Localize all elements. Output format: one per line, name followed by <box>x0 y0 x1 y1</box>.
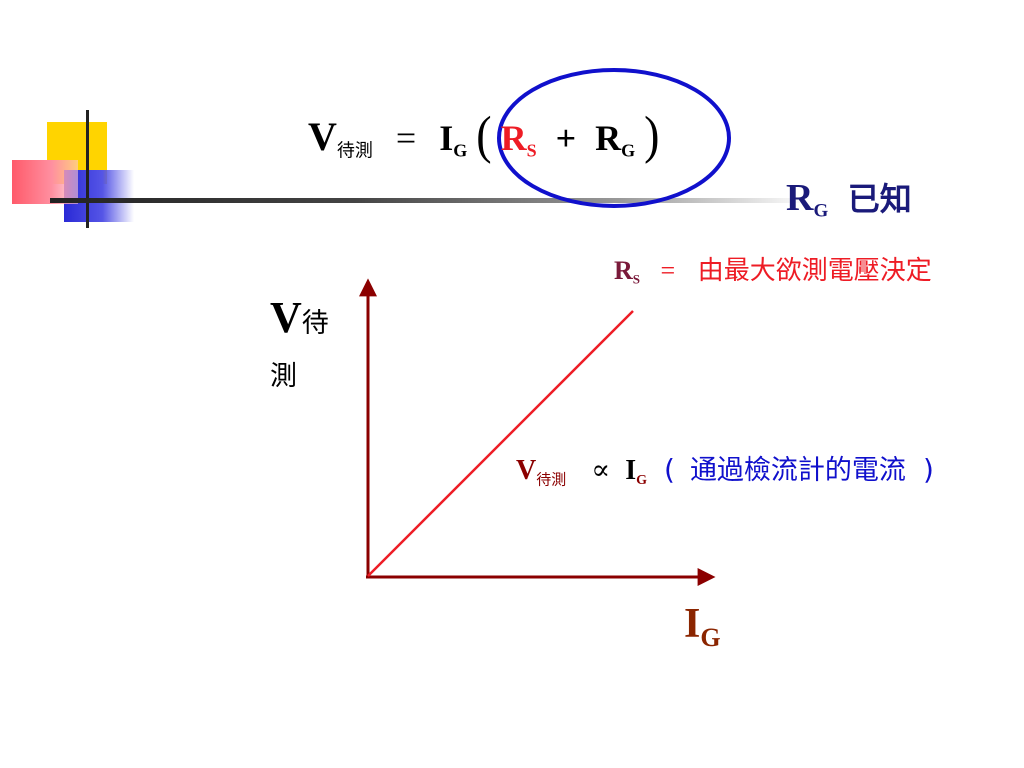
formula-rg: RG <box>595 118 636 161</box>
x-axis-label: IG <box>684 601 721 653</box>
rs-note-symbol: RS <box>614 256 641 287</box>
deco-horizontal-rule <box>50 198 810 203</box>
formula-rs: RS <box>500 118 537 161</box>
rg-known-note: RG 已知 <box>786 174 912 223</box>
main-formula: V待測 = IG ( RS + RG ) <box>308 105 659 164</box>
relation-text: 通過檢流計的電流 <box>689 455 906 486</box>
relation-open-paren: ( <box>664 453 675 486</box>
formula-plus: + <box>555 118 577 158</box>
relation-ig: IG <box>625 455 647 488</box>
formula-v: V待測 <box>308 114 373 162</box>
formula-equals: = <box>395 118 417 158</box>
y-axis-label-v: V <box>270 293 302 342</box>
rs-note: RS = 由最大欲測電壓決定 <box>614 250 932 288</box>
relation-annotation: V待測 ∝ IG ( 通過檢流計的電流 ) <box>516 448 934 489</box>
y-axis-label-line1: 待 <box>301 308 329 339</box>
rg-known-symbol: RG <box>786 177 829 222</box>
formula-open-paren: ( <box>476 105 492 164</box>
highlight-ellipse <box>497 68 731 208</box>
formula-close-paren: ) <box>644 105 660 164</box>
deco-vertical-bar <box>86 110 89 228</box>
relation-close-paren: ) <box>922 453 934 486</box>
rs-note-equals: = <box>660 256 676 285</box>
relation-v: V待測 <box>516 455 567 489</box>
proportional-line <box>367 310 634 577</box>
relation-proportional-symbol: ∝ <box>591 455 611 486</box>
deco-red-square <box>12 160 78 204</box>
y-axis-label: V待 <box>270 292 329 343</box>
rg-known-text: 已知 <box>847 180 912 218</box>
rs-note-text: 由最大欲測電壓決定 <box>697 256 932 286</box>
y-axis-label-line2: 測 <box>270 361 297 392</box>
formula-ig: IG <box>439 118 468 161</box>
